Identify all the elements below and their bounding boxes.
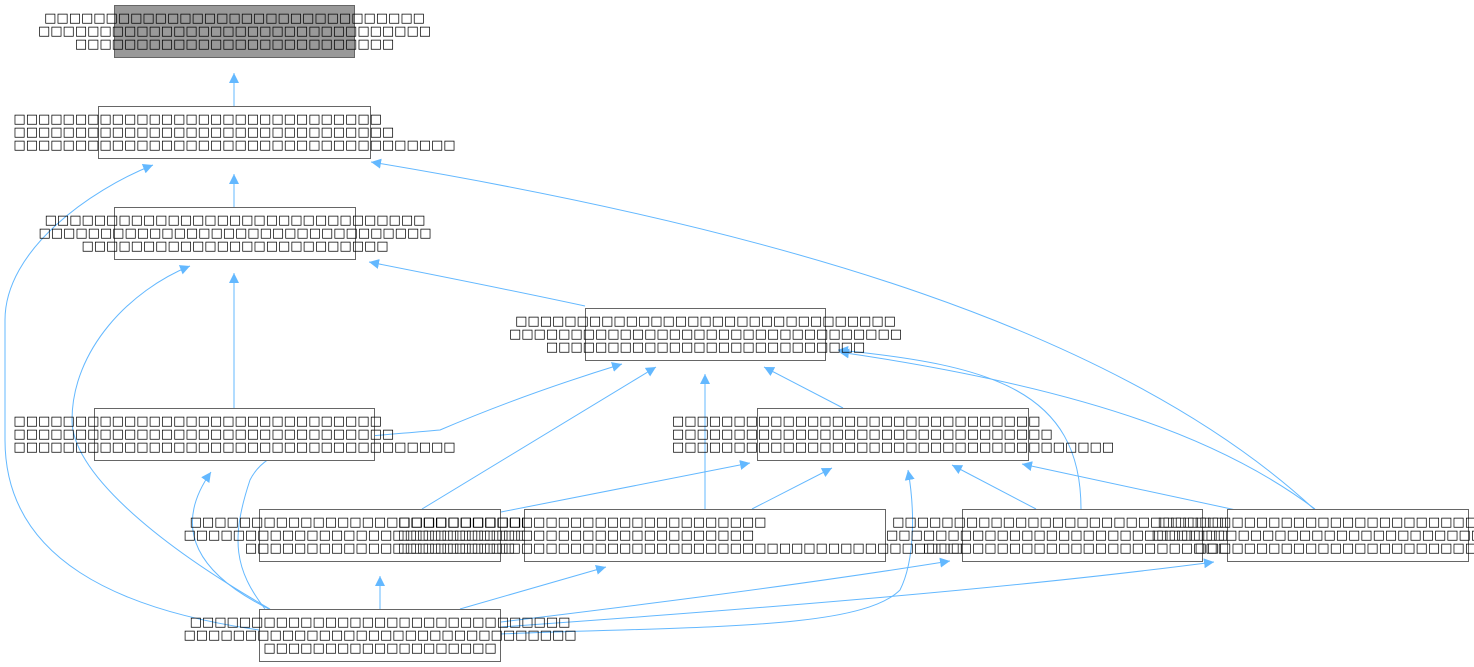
edge-arrow (191, 471, 270, 610)
graph-node[interactable]: □□□□□□□□□□□□□□□□□□□□□□□□□□□□□□ □□□□□□□□□… (13, 106, 456, 159)
edge-arrow (500, 558, 1215, 628)
node-label: □□□□□□□□□□□□□□□□□□□□□□□□□□□□□□ □□□□□□□□□… (397, 515, 1013, 556)
node-label: □□□□□□□□□□□□□□□□□□□□□□□□□□□□□□□ □□□□□□□□… (183, 615, 577, 656)
edge-arrow (421, 366, 657, 510)
graph-node[interactable]: □□□□□□□□□□□□□□□□□□□□□□□□□□□□□□□ □□□□□□□□… (509, 308, 902, 361)
node-label: □□□□□□□□□□□□□□□□□□□□□□□□□□□□□□□ □□□□□□□□… (508, 314, 903, 355)
node-label: □□□□□□□□□□□□□□□□□□□□□□□□□□□□□□□ □□□□□□□□… (1151, 515, 1474, 556)
node-label: □□□□□□□□□□□□□□□□□□□□□□□□□□□□□□ □□□□□□□□□… (13, 112, 456, 153)
node-label: □□□□□□□□□□□□□□□□□□□□□□□□□□□□□□ □□□□□□□□□… (13, 414, 456, 455)
node-label: □□□□□□□□□□□□□□□□□□□□□□□□□□□□□□□ □□□□□□□□… (38, 213, 432, 254)
edge-arrow (4, 164, 260, 631)
edge-arrow (500, 460, 751, 513)
graph-node[interactable]: □□□□□□□□□□□□□□□□□□□□□□□□□□□□□□□ □□□□□□□□… (183, 609, 577, 662)
node-label: □□□□□□□□□□□□□□□□□□□□□□□□□□□□□□ □□□□□□□□□… (671, 414, 1115, 455)
edge-arrow (459, 564, 607, 610)
graph-node-root: □□□□□□□□□□□□□□□□□□□□□□□□□□□□□□□ □□□□□□□□… (38, 5, 431, 58)
edge-arrow (368, 259, 586, 307)
edge-arrow (237, 362, 623, 610)
edge-arrow (71, 265, 271, 610)
edge-arrow (838, 348, 1316, 510)
edge-arrow (837, 346, 1082, 510)
edge-arrow (751, 467, 833, 510)
edge-arrow (370, 158, 1315, 510)
node-label: □□□□□□□□□□□□□□□□□□□□□□□□□□□□□□□ □□□□□□□□… (183, 515, 577, 556)
graph-node[interactable]: □□□□□□□□□□□□□□□□□□□□□□□□□□□□□□ □□□□□□□□□… (13, 408, 456, 461)
node-label: □□□□□□□□□□□□□□□□□□□□□□□□□□□□□□□ □□□□□□□□… (885, 515, 1280, 556)
graph-node[interactable]: □□□□□□□□□□□□□□□□□□□□□□□□□□□□□□□ □□□□□□□□… (886, 509, 1279, 562)
edge-arrow (500, 557, 951, 623)
graph-node[interactable]: □□□□□□□□□□□□□□□□□□□□□□□□□□□□□□ □□□□□□□□□… (672, 408, 1114, 461)
node-label: □□□□□□□□□□□□□□□□□□□□□□□□□□□□□□□ □□□□□□□□… (37, 11, 432, 52)
edge-arrow (1021, 461, 1237, 511)
graph-node[interactable]: □□□□□□□□□□□□□□□□□□□□□□□□□□□□□□ □□□□□□□□□… (398, 509, 1012, 562)
edge-arrow (951, 464, 1037, 510)
graph-node[interactable]: □□□□□□□□□□□□□□□□□□□□□□□□□□□□□□□ □□□□□□□□… (1151, 509, 1474, 562)
edge-arrow (763, 366, 844, 409)
graph-node[interactable]: □□□□□□□□□□□□□□□□□□□□□□□□□□□□□□□ □□□□□□□□… (38, 207, 432, 260)
edge-arrow (500, 469, 915, 635)
graph-node[interactable]: □□□□□□□□□□□□□□□□□□□□□□□□□□□□□□□ □□□□□□□□… (183, 509, 577, 562)
